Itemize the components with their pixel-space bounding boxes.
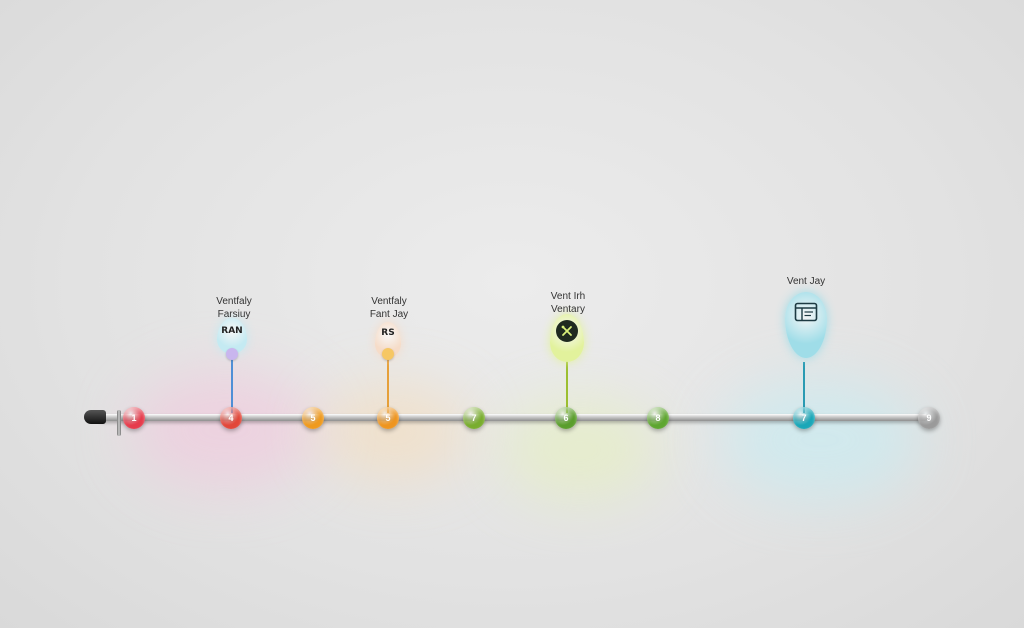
- glow-orange: [320, 385, 470, 480]
- event-label-line1: Ventfaly: [216, 296, 252, 307]
- timeline-node[interactable]: 7: [793, 407, 815, 429]
- pin-dot: [226, 348, 238, 360]
- event-label-line2: Farsiuy: [217, 309, 251, 320]
- event-label-line1: Ventfaly: [371, 296, 407, 307]
- rail-clip: [117, 410, 121, 436]
- event-label: Ventfaly Farsiuy: [216, 295, 252, 321]
- timeline-rail: [98, 414, 928, 421]
- timeline-node[interactable]: 5: [377, 407, 399, 429]
- window-icon: [794, 302, 818, 327]
- event-pin-text: RAN: [221, 326, 243, 336]
- event-label: Vent Jay: [787, 275, 825, 288]
- event-label-line2: Ventary: [551, 304, 585, 315]
- timeline-node[interactable]: 8: [647, 407, 669, 429]
- event-label-line1: Vent Jay: [786, 276, 826, 287]
- timeline-node[interactable]: 7: [463, 407, 485, 429]
- event-label-line1: Vent Irh: [550, 291, 586, 302]
- pin-dot: [382, 348, 394, 360]
- timeline-node[interactable]: 9: [918, 407, 940, 429]
- event-stem: [566, 360, 568, 413]
- timeline-node[interactable]: 1: [123, 407, 145, 429]
- event-stem: [231, 355, 233, 413]
- event-label: Vent Irh Ventary: [551, 290, 585, 316]
- timeline-node[interactable]: 6: [555, 407, 577, 429]
- event-label: Ventfaly Fant Jay: [370, 295, 408, 321]
- event-label-line2: Fant Jay: [369, 309, 409, 320]
- glow-pink: [130, 370, 320, 490]
- event-stem: [387, 358, 389, 413]
- event-stem: [803, 362, 805, 413]
- glow-cyan: [720, 380, 920, 500]
- tools-icon: [556, 320, 578, 342]
- timeline-node[interactable]: 5: [302, 407, 324, 429]
- timeline-node[interactable]: 4: [220, 407, 242, 429]
- rail-end-cap: [84, 410, 106, 424]
- event-pin-text: RS: [381, 328, 395, 338]
